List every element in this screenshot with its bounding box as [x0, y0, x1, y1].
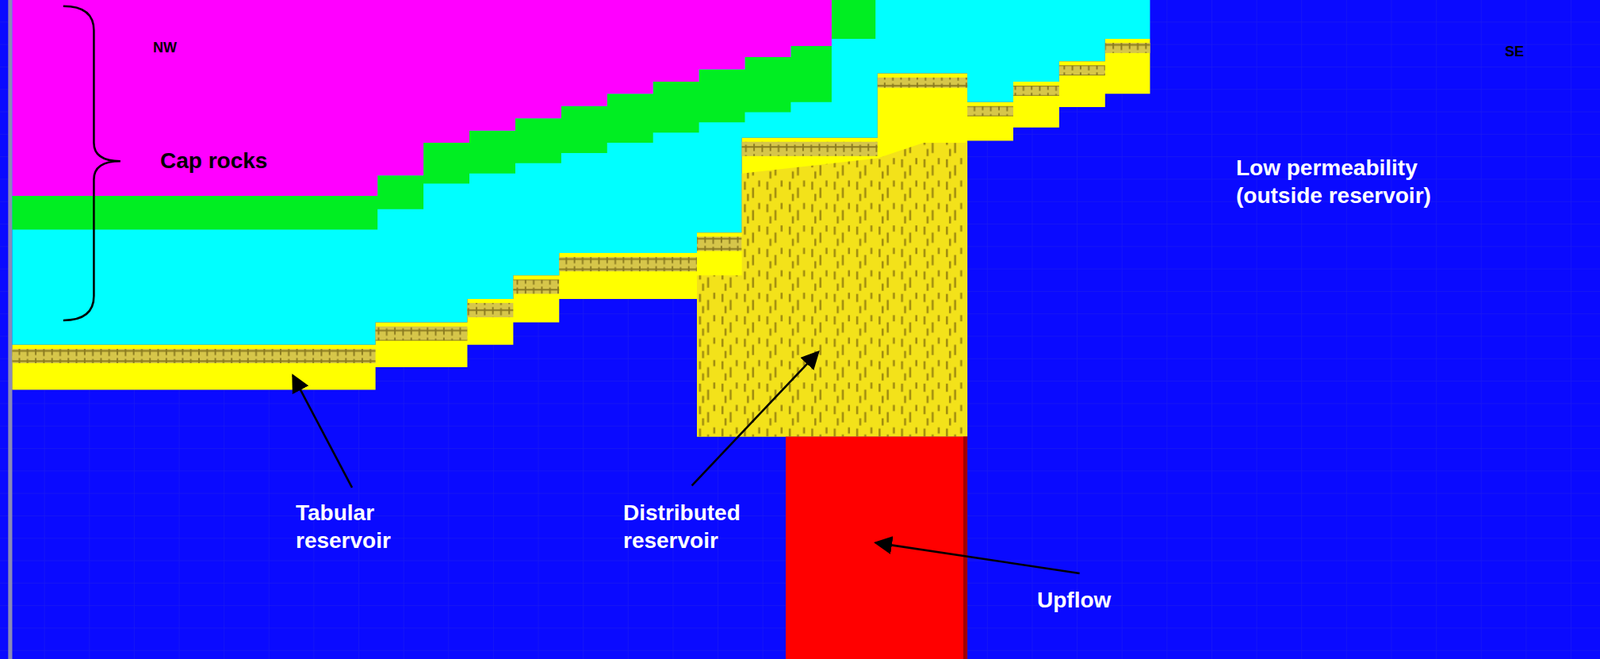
region-label: Upflow	[1037, 585, 1160, 614]
region-label: Low permeability (outside reservoir)	[1236, 153, 1474, 210]
direction-label: SE	[1504, 42, 1566, 62]
region-label: Distributed reservoir	[623, 498, 787, 555]
region-label: Tabular reservoir	[295, 498, 434, 555]
direction-label: NW	[153, 38, 215, 58]
layer-label: Cap rocks	[160, 146, 364, 175]
